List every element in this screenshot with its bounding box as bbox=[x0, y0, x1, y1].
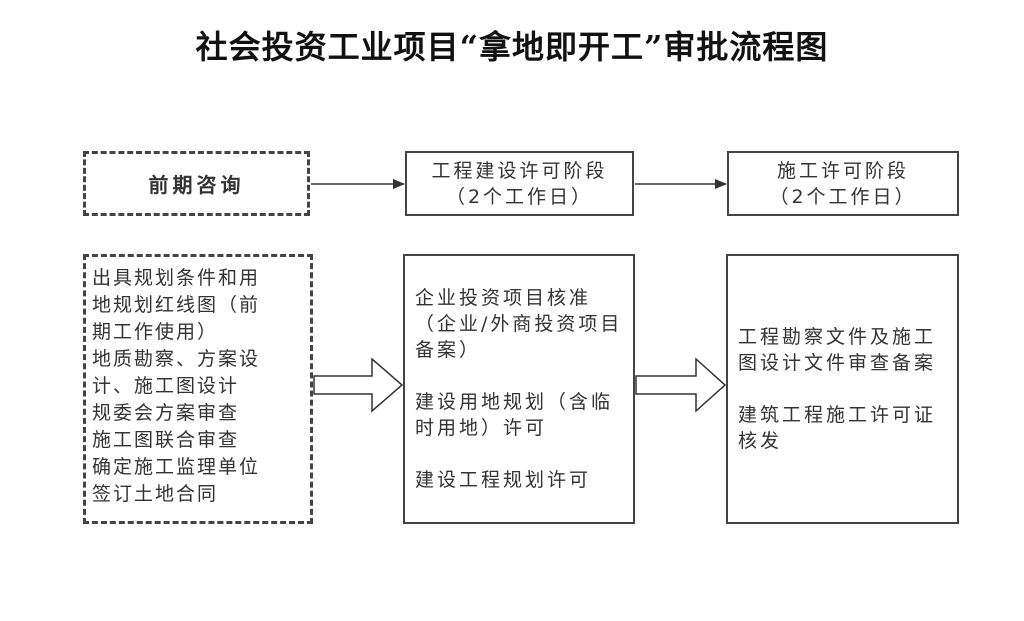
preliminary-item: 地规划红线图（前 bbox=[92, 294, 261, 316]
stage-building-permit: 施工许可阶段 （2个工作日） bbox=[727, 151, 959, 216]
diagram-title: 社会投资工业项目“拿地即开工”审批流程图 bbox=[195, 28, 829, 66]
preliminary-item: 出具规划条件和用 bbox=[92, 267, 261, 289]
stage-pre-consultation: 前期咨询 bbox=[83, 151, 310, 216]
stage-building-permit-duration: （2个工作日） bbox=[769, 185, 917, 208]
preliminary-item: 计、施工图设计 bbox=[92, 375, 240, 397]
construction-permit-item: 企业投资项目核准（企业/外商投资项目备案） bbox=[415, 287, 623, 361]
preliminary-item: 规委会方案审查 bbox=[92, 402, 240, 424]
stage-construction-permit-label: 工程建设许可阶段 bbox=[431, 159, 608, 182]
preliminary-item: 施工图联合审查 bbox=[92, 429, 240, 451]
stage-pre-consultation-label: 前期咨询 bbox=[148, 173, 245, 197]
building-permit-item: 建筑工程施工许可证核发 bbox=[738, 404, 937, 452]
preliminary-item: 地质勘察、方案设 bbox=[92, 348, 261, 370]
preliminary-item: 确定施工监理单位 bbox=[92, 456, 261, 478]
building-permit-item: 工程勘察文件及施工图设计文件审查备案 bbox=[738, 326, 937, 374]
preliminary-item: 期工作使用） bbox=[92, 321, 219, 343]
block-arrow-construction-to-building bbox=[635, 357, 727, 413]
construction-permit-item: 建设工程规划许可 bbox=[415, 469, 592, 491]
stage-building-permit-label: 施工许可阶段 bbox=[776, 159, 909, 182]
construction-permit-details-box: 企业投资项目核准（企业/外商投资项目备案） 建设用地规划（含临时用地）许可 建设… bbox=[403, 254, 635, 524]
stage-construction-permit: 工程建设许可阶段 （2个工作日） bbox=[405, 151, 634, 216]
stage-construction-permit-duration: （2个工作日） bbox=[445, 185, 594, 208]
preliminary-item: 签订土地合同 bbox=[92, 483, 219, 505]
block-arrow-preliminary-to-construction bbox=[313, 357, 404, 413]
construction-permit-item: 建设用地规划（含临时用地）许可 bbox=[415, 391, 614, 439]
preliminary-work-box: 出具规划条件和用 地规划红线图（前 期工作使用） 地质勘察、方案设 计、施工图设… bbox=[83, 254, 313, 524]
building-permit-details-box: 工程勘察文件及施工图设计文件审查备案 建筑工程施工许可证核发 bbox=[726, 254, 959, 524]
